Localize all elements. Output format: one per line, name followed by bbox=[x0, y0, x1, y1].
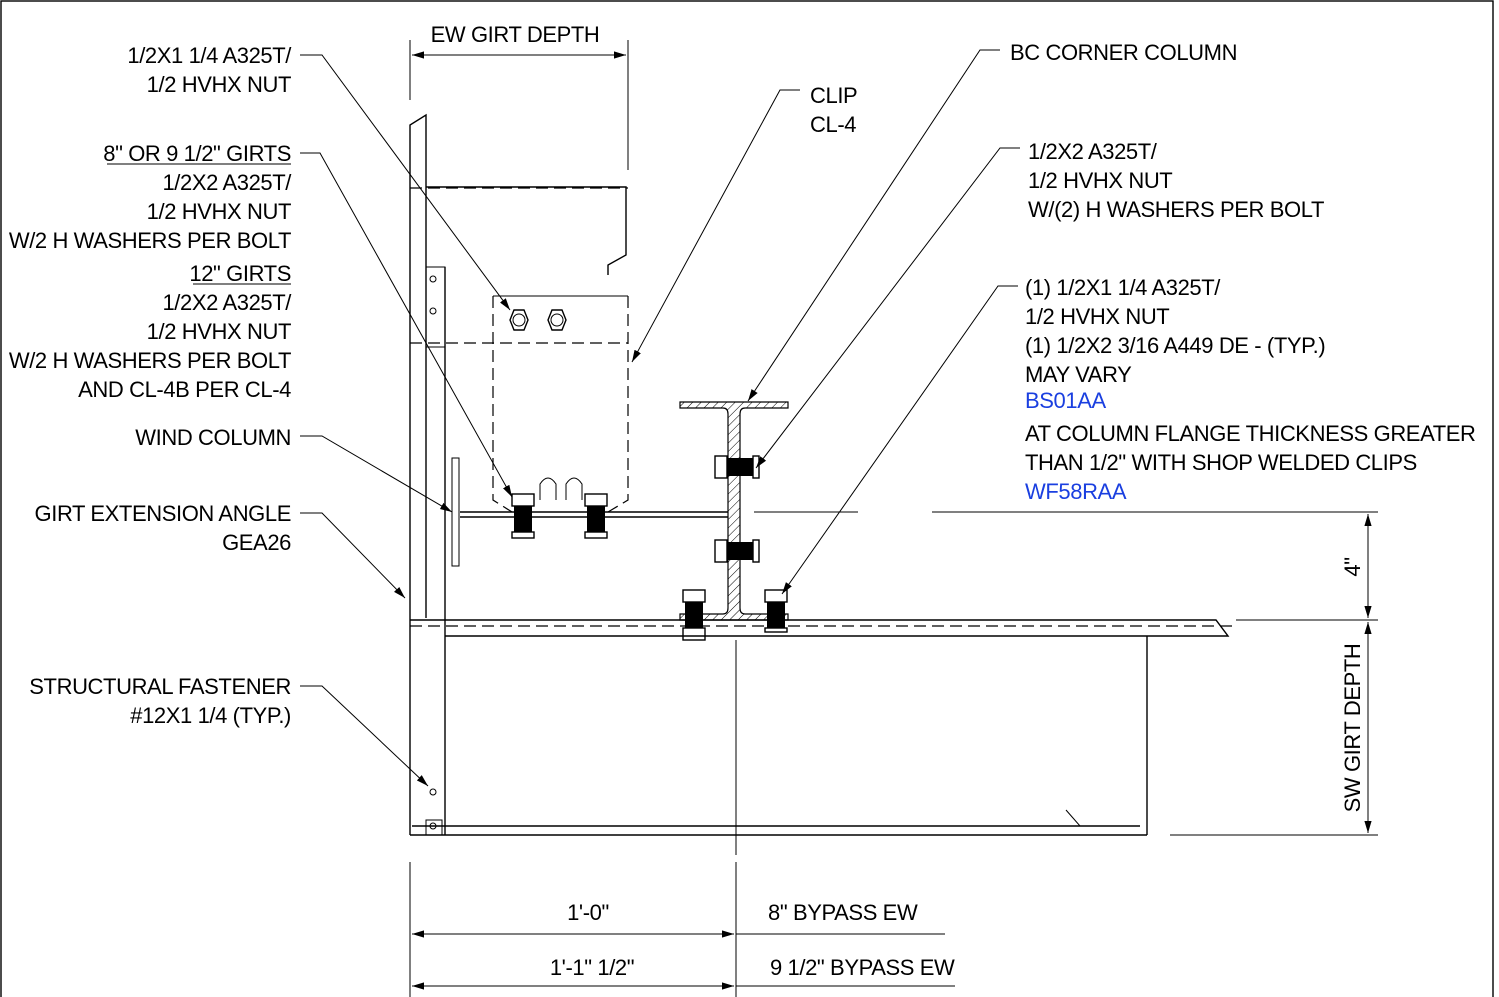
flange-note: AT COLUMN FLANGE THICKNESS GREATER bbox=[1025, 421, 1476, 446]
bolt-icon bbox=[511, 493, 608, 539]
girts-12-label: AND CL-4B PER CL-4 bbox=[78, 377, 291, 402]
clip-label: CLIP bbox=[810, 83, 857, 108]
bypass-8-label: 8" BYPASS EW bbox=[768, 900, 918, 925]
typ-bolt-label: 1/2 HVHX NUT bbox=[1025, 304, 1169, 329]
bolt-nut-top-label: 1/2X1 1/4 A325T/ bbox=[127, 43, 292, 68]
wind-column-label: WIND COLUMN bbox=[135, 425, 291, 450]
bolt-nut-top-label: 1/2 HVHX NUT bbox=[147, 72, 291, 97]
girt-extension-angle bbox=[409, 113, 1147, 836]
ew-girt-depth-dimension bbox=[409, 40, 629, 170]
girts-8-label: 1/2 HVHX NUT bbox=[147, 199, 291, 224]
girts-8-label: W/2 H WASHERS PER BOLT bbox=[9, 228, 291, 253]
bypass-9-half-label: 9 1/2" BYPASS EW bbox=[770, 955, 955, 980]
girt-ext-clip-plate bbox=[425, 266, 446, 835]
girts-12-heading: 12" GIRTS bbox=[189, 261, 291, 286]
dimension-1-1-half-label: 1'-1" 1/2" bbox=[550, 955, 634, 980]
typ-bolt-label: MAY VARY bbox=[1025, 362, 1132, 387]
reference-code-bs01aa[interactable]: BS01AA bbox=[1025, 388, 1107, 413]
bolt-icon bbox=[714, 455, 760, 563]
hex-nut-icon bbox=[509, 309, 567, 331]
girts-12-label: 1/2X2 A325T/ bbox=[162, 290, 292, 315]
bc-corner-column-label: BC CORNER COLUMN bbox=[1010, 40, 1237, 65]
dimension-1-0-label: 1'-0" bbox=[567, 900, 609, 925]
structural-fastener-label: STRUCTURAL FASTENER bbox=[29, 674, 291, 699]
bypass-dimensions bbox=[409, 862, 955, 997]
clip-label: CL-4 bbox=[810, 112, 856, 137]
typ-bolt-label: (1) 1/2X2 3/16 A449 DE - (TYP.) bbox=[1025, 333, 1325, 358]
sw-girt bbox=[410, 619, 1378, 836]
reference-code-wf58raa[interactable]: WF58RAA bbox=[1025, 479, 1127, 504]
bolt-2-label: 1/2 HVHX NUT bbox=[1028, 168, 1172, 193]
typ-bolt-label: (1) 1/2X1 1/4 A325T/ bbox=[1025, 275, 1221, 300]
dimension-4in-label: 4" bbox=[1340, 557, 1365, 576]
clip-cl-4 bbox=[460, 295, 728, 518]
girt-extension-label: GEA26 bbox=[222, 530, 291, 555]
sw-girt-depth-label: SW GIRT DEPTH bbox=[1340, 644, 1365, 813]
ew-girt bbox=[410, 186, 628, 344]
bolt-2-label: 1/2X2 A325T/ bbox=[1028, 139, 1158, 164]
girts-8-heading: 8" OR 9 1/2" GIRTS bbox=[103, 141, 291, 166]
bolt-icon bbox=[682, 589, 788, 641]
bolt-2-label: W/(2) H WASHERS PER BOLT bbox=[1028, 197, 1324, 222]
girt-extension-label: GIRT EXTENSION ANGLE bbox=[35, 501, 291, 526]
wind-column-flange bbox=[451, 457, 460, 567]
ew-girt-depth-label: EW GIRT DEPTH bbox=[431, 22, 600, 47]
leader-lines bbox=[300, 49, 1020, 787]
structural-fastener-icon bbox=[429, 788, 437, 796]
girts-12-label: W/2 H WASHERS PER BOLT bbox=[9, 348, 291, 373]
structural-fastener-label: #12X1 1/4 (TYP.) bbox=[130, 703, 291, 728]
girts-12-label: 1/2 HVHX NUT bbox=[147, 319, 291, 344]
girts-8-label: 1/2X2 A325T/ bbox=[162, 170, 292, 195]
flange-note: THAN 1/2" WITH SHOP WELDED CLIPS bbox=[1025, 450, 1417, 475]
